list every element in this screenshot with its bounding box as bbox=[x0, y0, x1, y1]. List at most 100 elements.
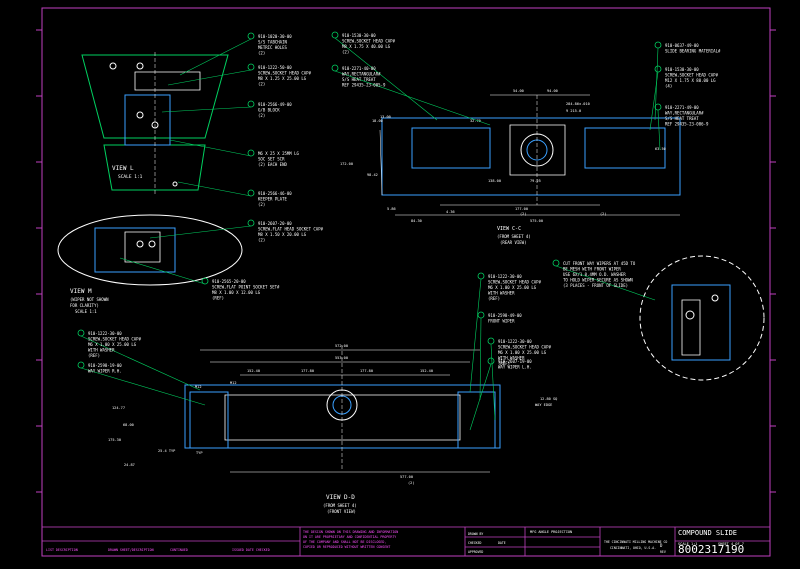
dimension-text: 572.00 bbox=[335, 344, 348, 348]
callout-text: SCREW,SOCKET HEAD CAP# bbox=[665, 73, 719, 78]
projection-label: MFG ANGLE PROJECTION bbox=[530, 530, 572, 534]
dimension-text: 172.00 bbox=[340, 162, 353, 166]
view-l-hole bbox=[136, 62, 144, 70]
callout-text: M8 X 1.75 X 40.00 LG bbox=[342, 44, 391, 49]
callout-text: WAY,RECTANGULAR# bbox=[342, 72, 381, 77]
callout-text: TO HOLD WIPER SECURE AS SHOWN bbox=[563, 278, 633, 283]
title-block bbox=[41, 526, 771, 557]
leader-line bbox=[119, 257, 206, 285]
view-dd-from: (FROM SHEET 4) bbox=[323, 503, 357, 508]
callout-text: SOC SET SCR bbox=[258, 157, 285, 162]
callout-text: 910-2566-46-00 bbox=[258, 191, 292, 196]
callout-text: 910-2271-40-00 bbox=[342, 66, 376, 71]
callout-text: REF 29435-23-006-9 bbox=[665, 122, 709, 127]
callout-text: SCREW,SOCKET HEAD CAP# bbox=[498, 345, 552, 350]
view-m-hole bbox=[148, 240, 156, 248]
callout-text: SLIDE BEARING MATERIAL# bbox=[665, 49, 721, 54]
drawing-number: 8002317190 bbox=[678, 543, 744, 556]
sheet-number: SHEET 4 OF 7 bbox=[718, 542, 744, 546]
dimension-text: M12 bbox=[230, 381, 237, 385]
dimension-text: 175.30 bbox=[108, 438, 121, 442]
callout-text: SCREW,SOCKET HEAD CAP# bbox=[488, 280, 542, 285]
detail-wiper bbox=[681, 299, 701, 356]
view-m-scale: SCALE 1:1 bbox=[75, 309, 97, 314]
callout-text: SCREW,FLAT HEAD SOCKET CAP# bbox=[258, 227, 324, 232]
leader-line bbox=[479, 317, 482, 401]
callout-text: 910-2565-20-00 bbox=[212, 279, 246, 284]
dimension-text: 177.80 bbox=[360, 369, 373, 373]
dimension-text: 18.00 bbox=[372, 119, 383, 123]
callout-text: S/S HEAT TREAT bbox=[342, 77, 376, 82]
dimension-text: 94.00 bbox=[547, 89, 558, 93]
callout-text: (2) bbox=[258, 82, 265, 87]
detail-hole bbox=[685, 310, 695, 320]
view-m: VIEW M (WIPER NOT SHOWN FOR CLARITY) SCA… bbox=[57, 214, 243, 314]
callout-text: SCREW,FLAT POINT SOCKET SET# bbox=[212, 285, 280, 290]
sheet-size: D bbox=[660, 543, 663, 548]
leader-line bbox=[334, 37, 438, 121]
callout-text: S/S TABCHAIN bbox=[258, 40, 287, 45]
callout-text: 910-1222-50-00 bbox=[258, 65, 292, 70]
view-l-name: VIEW L bbox=[112, 165, 134, 172]
leader-line bbox=[469, 363, 492, 431]
callout-text: (REF) bbox=[488, 296, 500, 301]
detail-part bbox=[671, 284, 731, 361]
leader-line bbox=[169, 139, 252, 157]
callout-text: M6 X 25 X 25MM LG bbox=[258, 151, 300, 156]
callout-text: FRONT WIPER bbox=[488, 319, 515, 324]
dimension-text: 575.00 bbox=[530, 219, 543, 223]
callout-text: 910-1222-30-00 bbox=[498, 339, 532, 344]
dimension-text: 284.86±.010 bbox=[566, 102, 590, 106]
callout-text: 910-2271-49-00 bbox=[665, 105, 699, 110]
view-cc-left-way bbox=[411, 127, 491, 169]
view-dd-body bbox=[184, 384, 501, 449]
view-m-note: FOR CLARITY) bbox=[70, 303, 99, 308]
revision-label: REV bbox=[660, 550, 666, 554]
view-cc-name: VIEW C-C bbox=[497, 226, 521, 232]
view-l: VIEW L SCALE 1:1 bbox=[81, 52, 229, 195]
callout-text: M12 X 1.75 X 80.00 LG bbox=[665, 78, 716, 83]
callout-text: S/S HEAT TREAT bbox=[665, 116, 699, 121]
dimension-text: M12 bbox=[195, 385, 202, 389]
callout-text: (2) bbox=[258, 202, 265, 207]
leader-line bbox=[649, 71, 659, 131]
revision-list-text: ISSUED DATE CHECKED bbox=[232, 548, 270, 552]
title-note: COPIED OR REPRODUCED WITHOUT WRITTEN CON… bbox=[303, 545, 390, 549]
dimension-text: (2) bbox=[600, 212, 607, 216]
callout-text: (REF) bbox=[498, 361, 510, 366]
scale-label: SCALE 1:1 bbox=[678, 542, 697, 546]
dimension-text: (2) bbox=[520, 212, 527, 216]
dimension-text: 98.42 bbox=[367, 173, 378, 177]
callout-text: M8 X 1.50 X 20.00 LG bbox=[258, 232, 307, 237]
callout-text: 910-1530-30-00 bbox=[342, 33, 376, 38]
view-l-scale: SCALE 1:1 bbox=[118, 174, 143, 180]
dimension-text: 138.00 bbox=[488, 179, 501, 183]
callout-text: 910-1222-30-00 bbox=[88, 331, 122, 336]
view-l-hole bbox=[172, 181, 178, 187]
dimension-text: 24.87 bbox=[124, 463, 135, 467]
revision-list-text: LIST DESCRIPTION bbox=[46, 548, 78, 552]
callout-text: 910-2598-19-00 bbox=[88, 363, 122, 368]
drawn-label: DRAWN BY bbox=[468, 532, 483, 536]
callout-text: WITH WASHER bbox=[498, 356, 525, 361]
dimension-text: 9 215.0 bbox=[566, 109, 581, 113]
callout-text: (2) bbox=[258, 238, 265, 243]
detail-boundary bbox=[639, 255, 765, 381]
dimension-text: 124.77 bbox=[112, 406, 125, 410]
view-l-hole bbox=[109, 62, 117, 70]
view-cc-from: (FROM SHEET 4) bbox=[497, 234, 531, 239]
callout-text: WAY WIPER R.H. bbox=[88, 369, 122, 374]
dimension-text: 54.00 bbox=[513, 89, 524, 93]
leader-line bbox=[177, 181, 252, 197]
